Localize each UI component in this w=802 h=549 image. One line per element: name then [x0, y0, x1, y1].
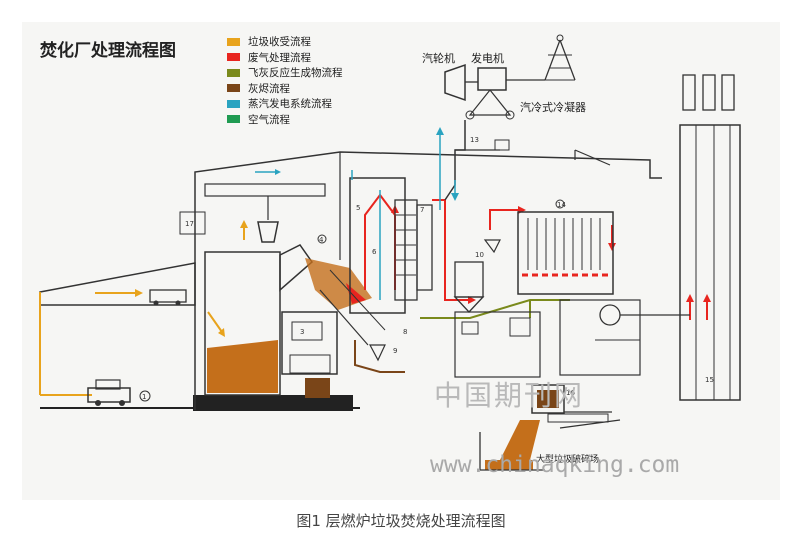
turbine-label: 汽轮机 [422, 52, 455, 65]
svg-text:4: 4 [319, 236, 324, 244]
legend-swatch [227, 84, 240, 93]
watermark-text: 中国期刊网 [434, 379, 585, 412]
bunker-foundation [193, 395, 353, 411]
svg-text:5: 5 [356, 204, 360, 212]
legend-swatch [227, 68, 240, 77]
legend-label: 废气处理流程 [248, 51, 311, 64]
crane-grab-icon [257, 196, 279, 243]
svg-text:10: 10 [475, 251, 484, 259]
ash-pile [305, 378, 330, 398]
svg-text:7: 7 [420, 206, 424, 214]
legend-label: 飞灰反应生成物流程 [248, 67, 343, 80]
diagram-title: 焚化厂处理流程图 [40, 41, 176, 61]
bunker-pit [204, 251, 281, 396]
legend-label: 蒸汽发电系统流程 [248, 98, 332, 111]
crushing-site-label: 大型垃圾破碎场 [536, 455, 600, 465]
legend-label: 灰烬流程 [248, 82, 290, 95]
svg-text:3: 3 [300, 328, 304, 336]
svg-text:1: 1 [142, 393, 146, 401]
legend-label: 空气流程 [248, 113, 290, 126]
svg-text:13: 13 [470, 136, 479, 144]
turbine-icon [444, 63, 466, 102]
legend-item: 灰烬流程 [227, 81, 343, 97]
svg-text:14: 14 [557, 201, 566, 209]
legend-item: 飞灰反应生成物流程 [227, 65, 343, 81]
legend: 垃圾收受流程 废气处理流程 飞灰反应生成物流程 灰烬流程 蒸汽发电系统流程 空气… [227, 34, 343, 127]
ramp-truck-icon [149, 289, 187, 306]
furnace-body [281, 311, 338, 375]
economizer: 7 [394, 199, 433, 301]
legend-item: 废气处理流程 [227, 50, 343, 66]
svg-text:15: 15 [705, 376, 714, 384]
scrubber: 10 [453, 239, 501, 313]
bag-filter [517, 211, 614, 295]
crane-rail [204, 183, 326, 197]
watermark-url: www.chinaqking.com [430, 452, 680, 478]
svg-text:17: 17 [185, 220, 194, 228]
svg-text:8: 8 [403, 328, 407, 336]
fire [346, 283, 366, 304]
condenser-label: 汽冷式冷凝器 [520, 101, 586, 114]
legend-label: 垃圾收受流程 [248, 36, 311, 49]
truck-icon: 1 [87, 379, 151, 406]
legend-swatch [227, 53, 240, 62]
legend-swatch [227, 99, 240, 108]
generator-icon [477, 67, 507, 91]
fly-ash-flow [420, 299, 570, 319]
legend-item: 空气流程 [227, 112, 343, 128]
figure-caption: 图1 层燃炉垃圾焚烧处理流程图 [296, 512, 506, 530]
legend-item: 蒸汽发电系统流程 [227, 96, 343, 112]
generator-label: 发电机 [471, 52, 504, 65]
garbage-pile [207, 340, 278, 393]
svg-text:9: 9 [393, 347, 397, 355]
chimney-stack: 15 [679, 74, 741, 401]
legend-swatch [227, 115, 240, 124]
svg-text:16: 16 [566, 389, 575, 397]
legend-item: 垃圾收受流程 [227, 34, 343, 50]
svg-text:6: 6 [372, 248, 377, 256]
legend-swatch [227, 37, 240, 46]
crushing-site: 16 [479, 384, 621, 471]
condenser-tower-icon [544, 34, 576, 81]
